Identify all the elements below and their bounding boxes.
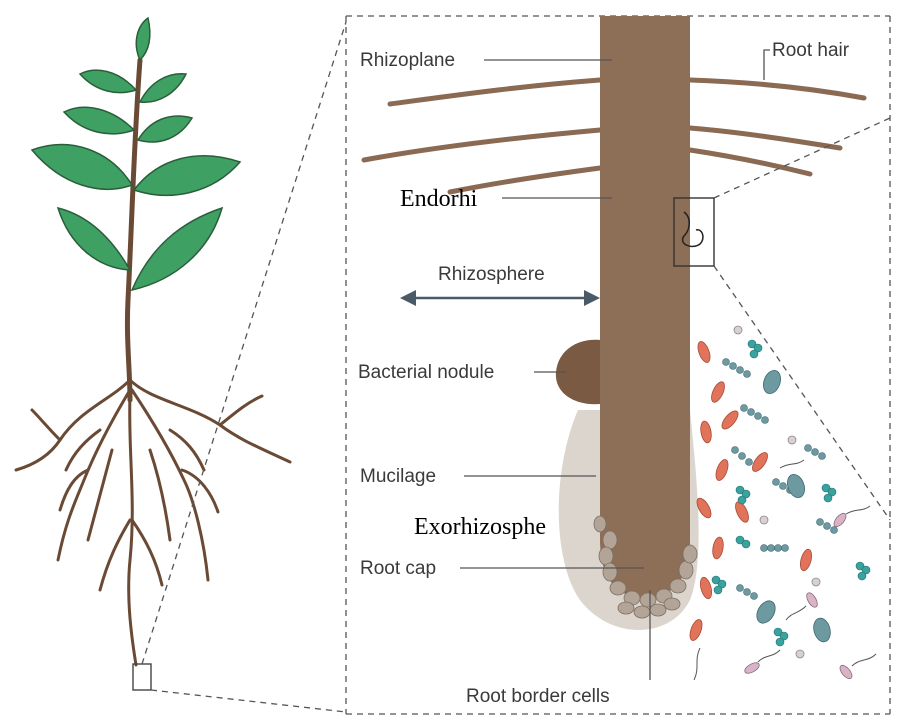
plant-stem: [127, 60, 140, 400]
bacteria-cluster: [688, 326, 876, 681]
zoom-source-box: [133, 664, 151, 690]
leaf: [134, 156, 240, 195]
label-bacterial-nodule: Bacterial nodule: [358, 362, 494, 383]
plant-illustration: [16, 18, 290, 690]
main-root: [600, 16, 690, 598]
label-root-hair: Root hair: [772, 40, 850, 61]
zoom-line-bottom: [151, 690, 346, 712]
label-endorhi: Endorhi: [400, 186, 478, 212]
leaf: [58, 208, 130, 270]
label-root-cap: Root cap: [360, 558, 436, 579]
label-rhizosphere: Rhizosphere: [438, 264, 545, 285]
leaf: [132, 208, 222, 290]
label-rhizoplane: Rhizoplane: [360, 50, 455, 71]
leaf: [64, 107, 134, 133]
leaf: [136, 18, 150, 60]
label-root-border-cells: Root border cells: [466, 686, 610, 707]
label-mucilage: Mucilage: [360, 466, 436, 487]
leaf: [140, 74, 186, 103]
label-exorhizosphe: Exorhizosphe: [414, 514, 546, 540]
leaf: [80, 70, 136, 92]
leaf: [32, 145, 132, 190]
double-headed-arrow-icon: [400, 290, 600, 306]
plant-roots: [16, 380, 290, 665]
leaf: [138, 116, 192, 142]
